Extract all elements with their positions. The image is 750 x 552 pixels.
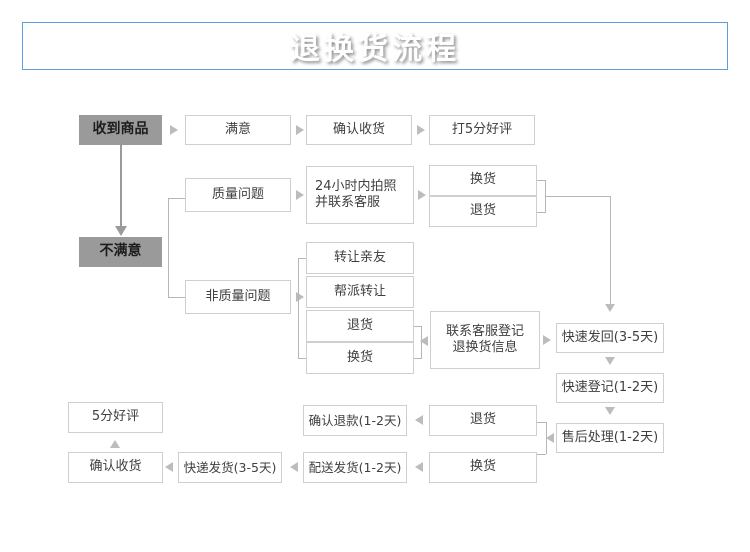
node-confirm-receipt-bottom[interactable]: 确认收货 <box>68 452 163 483</box>
connector-down-to-fast-send-back <box>610 196 611 306</box>
node-exchange-bottom[interactable]: 换货 <box>429 452 537 483</box>
bracket-bottom-options-lower-stub <box>537 454 546 455</box>
arrow-left-deliver-to-express <box>290 462 298 472</box>
node-transfer-friend[interactable]: 转让亲友 <box>306 242 414 274</box>
arrow-right-photo-to-options <box>418 190 426 200</box>
node-confirm-refund[interactable]: 确认退款(1-2天) <box>303 405 407 436</box>
node-return-bottom[interactable]: 退货 <box>429 405 537 436</box>
node-nonquality-issue[interactable]: 非质量问题 <box>185 280 291 314</box>
bracket-bottom-options-upper-stub <box>537 422 546 423</box>
arrow-left-after-sales-to-options <box>546 433 554 443</box>
banner-inner-border: 退换货流程 <box>22 22 728 70</box>
node-five-star-bottom[interactable]: 5分好评 <box>68 402 163 433</box>
arrow-left-exchange-to-deliver <box>415 462 423 472</box>
node-return-mid[interactable]: 退货 <box>306 310 414 342</box>
bracket-top-options-lower-stub <box>537 212 546 213</box>
node-exchange-top[interactable]: 换货 <box>429 165 537 196</box>
bracket-top-options-upper-stub <box>537 180 546 181</box>
arrow-left-return-to-refund <box>415 415 423 425</box>
node-exchange-mid[interactable]: 换货 <box>306 342 414 374</box>
bracket-nonquality-bottom-stub <box>298 358 306 359</box>
bracket-mid-options-upper-stub <box>414 326 422 327</box>
arrow-left-express-to-confirm <box>165 462 173 472</box>
arrow-down-register-to-after-sales <box>605 407 615 415</box>
connector-received-to-unsatisfied <box>120 145 122 228</box>
node-photo-contact[interactable]: 24小时内拍照 并联系客服 <box>306 166 414 224</box>
arrow-right-confirm-to-rating <box>417 125 425 135</box>
arrow-right-contact-to-fast-send <box>543 335 551 345</box>
node-after-sales[interactable]: 售后处理(1-2天) <box>556 423 664 453</box>
bracket-unsatisfied-vertical <box>168 198 169 298</box>
node-guild-transfer[interactable]: 帮派转让 <box>306 276 414 308</box>
node-unsatisfied[interactable]: 不满意 <box>79 237 162 267</box>
arrow-right-satisfied-to-confirm <box>296 125 304 135</box>
page-banner: 退换货流程 <box>0 12 750 80</box>
arrow-right-received-to-satisfied <box>170 125 178 135</box>
arrow-down-to-unsatisfied <box>115 226 127 236</box>
node-confirm-receipt[interactable]: 确认收货 <box>306 115 412 145</box>
bracket-mid-options-lower-stub <box>414 358 422 359</box>
node-contact-service[interactable]: 联系客服登记 退换货信息 <box>430 311 540 369</box>
bracket-nonquality-vertical <box>298 258 299 358</box>
arrow-down-to-fast-send-back <box>605 304 615 312</box>
node-express-ship[interactable]: 快递发货(3-5天) <box>178 452 282 483</box>
arrow-down-fast-send-to-register <box>605 357 615 365</box>
node-quality-issue[interactable]: 质量问题 <box>185 178 291 212</box>
node-fast-send-back[interactable]: 快速发回(3-5天) <box>556 323 664 353</box>
node-received[interactable]: 收到商品 <box>79 115 162 145</box>
node-fast-register[interactable]: 快速登记(1-2天) <box>556 373 664 403</box>
arrow-right-quality-to-photo <box>296 190 304 200</box>
arrow-right-nonquality-to-options <box>296 292 304 302</box>
page-title: 退换货流程 <box>290 32 460 67</box>
arrow-left-to-mid-options <box>420 336 428 346</box>
bracket-nonquality-top-stub <box>298 258 306 259</box>
node-return-top[interactable]: 退货 <box>429 196 537 227</box>
bracket-unsatisfied-bottom-stub <box>168 297 186 298</box>
node-five-star[interactable]: 打5分好评 <box>429 115 535 145</box>
connector-options-to-down-line <box>545 196 610 197</box>
bracket-unsatisfied-top-stub <box>168 198 186 199</box>
arrow-up-confirm-to-rating <box>110 440 120 448</box>
node-satisfied[interactable]: 满意 <box>185 115 291 145</box>
node-deliver-ship[interactable]: 配送发货(1-2天) <box>303 452 407 483</box>
